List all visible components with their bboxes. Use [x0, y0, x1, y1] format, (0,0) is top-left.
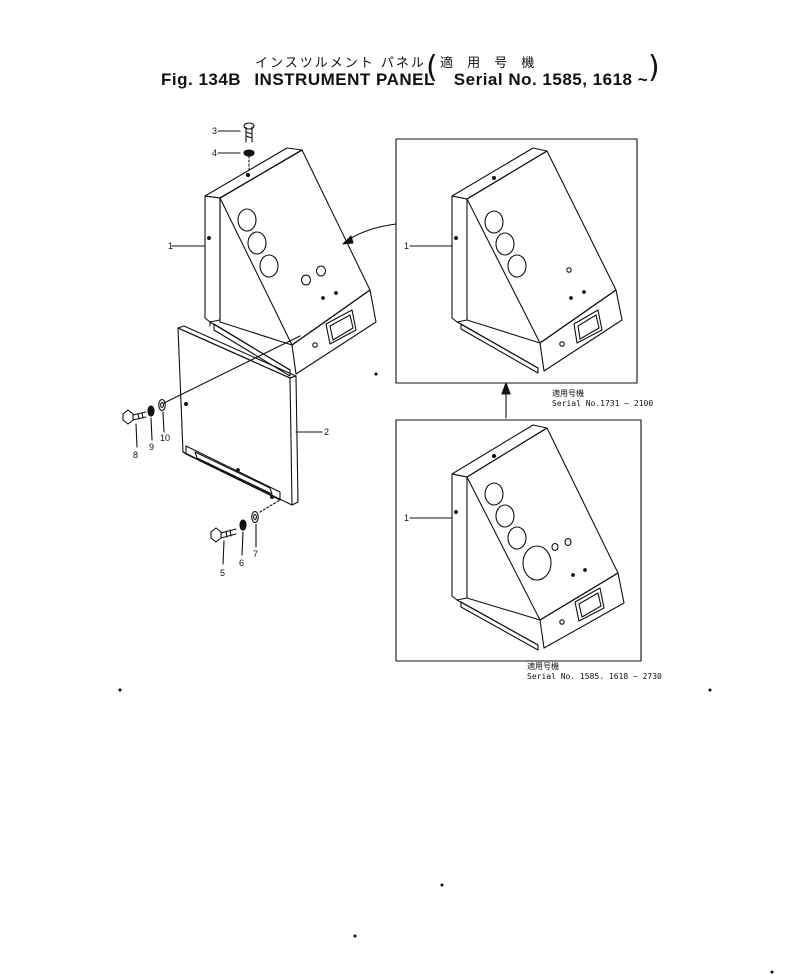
instrument-panel-variant-lower [451, 424, 625, 651]
part-number-3: 3 [212, 126, 217, 136]
part-number-8: 8 [133, 450, 138, 460]
cover-plate-2 [177, 325, 299, 506]
part-number-4: 4 [212, 148, 217, 158]
close-paren: ) [648, 50, 660, 85]
part-number-10: 10 [160, 433, 170, 443]
figure-title-english: INSTRUMENT PANEL [254, 70, 435, 89]
figure-serial-range: Serial No. 1585, 1618 ~ [453, 70, 649, 89]
part-number-1: 1 [168, 241, 173, 251]
part-number-6: 6 [239, 558, 244, 568]
upper-variant-applicability-jp: 適用号機 [552, 389, 584, 398]
instrument-panel-main [204, 147, 377, 377]
part-number-5: 5 [220, 568, 225, 578]
instrument-panel-variant-upper [451, 147, 623, 374]
title-japanese: インスツルメント パネル [255, 56, 426, 71]
upper-variant-serial-range: Serial No.1731 ~ 2100 [552, 399, 654, 408]
figure-title: Fig. 134B INSTRUMENT PANEL Serial No. 15… [161, 70, 648, 90]
part-number-7: 7 [253, 549, 258, 559]
part-number-1-upper: 1 [404, 241, 409, 251]
variant-box-upper [395, 138, 638, 384]
washer-6 [239, 519, 247, 531]
bolt-8 [122, 409, 147, 425]
washer-7 [251, 510, 259, 524]
bolt-3 [243, 122, 255, 143]
lower-variant-serial-range: Serial No. 1585. 1618 ~ 2730 [527, 672, 662, 681]
washer-9 [147, 405, 155, 417]
lower-variant-applicability-jp: 適用号機 [527, 662, 559, 671]
serial-japanese: 適 用 号 機 [440, 56, 540, 71]
part-number-9: 9 [149, 442, 154, 452]
bolt-5 [210, 527, 237, 543]
open-paren: ( [426, 50, 438, 85]
part-number-1-lower: 1 [404, 513, 409, 523]
washer-4 [243, 149, 255, 157]
variant-box-lower [395, 419, 642, 662]
washer-10 [158, 398, 166, 412]
figure-number: Fig. 134B [161, 70, 242, 89]
part-number-2: 2 [324, 427, 329, 437]
